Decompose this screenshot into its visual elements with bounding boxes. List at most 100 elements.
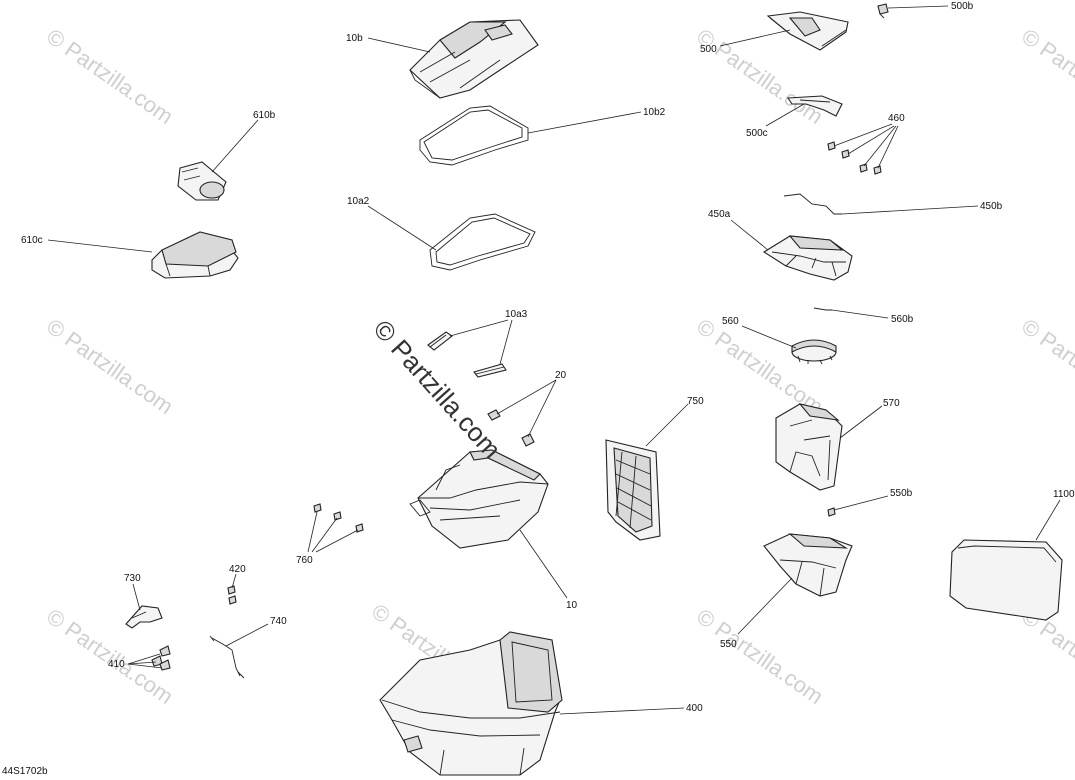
leader-line: [765, 103, 805, 127]
watermark: © Partzilla.com: [692, 314, 828, 420]
leader-line: [519, 529, 568, 599]
label-560b: 560b: [891, 314, 914, 325]
diagram-code: 44S1702b: [2, 766, 48, 777]
leader-line: [887, 5, 949, 9]
watermark: © Partzilla.com: [1017, 314, 1075, 420]
watermark: © Partzilla.com: [692, 604, 828, 710]
label-450a: 450a: [708, 209, 731, 220]
leader-line: [367, 37, 431, 53]
leader-line: [307, 511, 318, 553]
leader-line: [127, 653, 161, 665]
leader-line: [127, 663, 163, 669]
label-500b: 500b: [951, 1, 974, 12]
leader-line: [527, 379, 557, 438]
label-750: 750: [687, 396, 704, 407]
leader-line: [127, 661, 157, 665]
leader-line: [499, 319, 513, 365]
label-410: 410: [108, 659, 125, 670]
label-550: 550: [720, 639, 737, 650]
leader-line: [839, 405, 883, 439]
watermark: © Partzilla.com: [1017, 24, 1075, 130]
part-610c-pad: [151, 231, 239, 279]
leader-line: [231, 573, 237, 589]
leader-line: [47, 239, 153, 253]
label-610b: 610b: [253, 110, 276, 121]
leader-line: [741, 325, 797, 349]
label-560: 560: [722, 316, 739, 327]
part-500b-clip: [877, 3, 889, 19]
label-420: 420: [229, 564, 246, 575]
watermarks: © Partzilla.com © Partzilla.com © Partzi…: [42, 24, 1075, 710]
part-560b-pin: [813, 307, 832, 311]
watermark: © Partzilla.com: [42, 314, 178, 420]
leader-line: [1035, 499, 1061, 541]
leader-line: [315, 529, 359, 553]
leader-line: [211, 119, 259, 173]
leader-line: [367, 205, 437, 251]
label-400: 400: [686, 703, 703, 714]
leader-line: [841, 205, 979, 215]
part-10a3-pads: [427, 331, 507, 378]
leader-line: [559, 707, 685, 715]
main-watermark: © Partzilla.com: [368, 314, 508, 464]
part-750-grille: [605, 439, 661, 541]
part-730-bracket: [125, 605, 163, 629]
part-500c-trim: [787, 95, 843, 117]
label-740: 740: [270, 616, 287, 627]
leader-line: [730, 219, 769, 251]
label-20: 20: [555, 370, 567, 381]
part-10b-cover: [409, 19, 539, 99]
label-500: 500: [700, 44, 717, 55]
watermark: © Partzilla.com: [42, 24, 178, 130]
leader-line: [719, 29, 791, 47]
label-460: 460: [888, 113, 905, 124]
label-730: 730: [124, 573, 141, 584]
part-570-housing: [775, 403, 843, 491]
part-10b2-seal: [419, 105, 529, 166]
label-10a3: 10a3: [505, 309, 528, 320]
leader-line: [496, 379, 557, 415]
label-10a2: 10a2: [347, 196, 370, 207]
part-450b-rod: [783, 193, 842, 215]
part-550-tray: [763, 533, 853, 597]
label-570: 570: [883, 398, 900, 409]
label-10: 10: [566, 600, 578, 611]
label-1100: 1100: [1053, 489, 1075, 500]
label-10b: 10b: [346, 33, 363, 44]
part-740-rod: [209, 635, 245, 679]
leader-line: [449, 319, 509, 337]
label-500c: 500c: [746, 128, 768, 139]
part-450a-intake: [762, 235, 853, 281]
label-610c: 610c: [21, 235, 43, 246]
part-400-compartment: [379, 631, 563, 776]
label-450b: 450b: [980, 201, 1003, 212]
leader-line: [527, 111, 642, 134]
leader-line: [863, 125, 897, 167]
part-760-screws: [313, 503, 364, 533]
leader-line: [645, 403, 689, 447]
part-610b-filter: [177, 161, 227, 201]
part-20-clips: [487, 409, 535, 447]
part-10-housing: [409, 449, 549, 549]
leader-line: [877, 125, 899, 169]
part-410-fasteners: [151, 645, 171, 671]
part-460-screws: [827, 141, 882, 175]
part-420-screws: [227, 585, 237, 605]
leader-line: [225, 623, 269, 647]
leader-line: [311, 517, 338, 553]
part-550b-screw: [827, 507, 836, 517]
part-1100-pad: [949, 539, 1063, 621]
leader-line: [132, 583, 141, 611]
part-500-cap: [766, 11, 849, 51]
leader-line: [833, 123, 893, 147]
part-10a2-gasket: [429, 213, 536, 271]
leader-line: [737, 577, 793, 635]
leader-line: [831, 309, 889, 319]
label-760: 760: [296, 555, 313, 566]
leader-line: [833, 495, 889, 511]
part-560-cap: [791, 339, 837, 365]
label-10b2: 10b2: [643, 107, 666, 118]
leader-line: [847, 125, 895, 155]
